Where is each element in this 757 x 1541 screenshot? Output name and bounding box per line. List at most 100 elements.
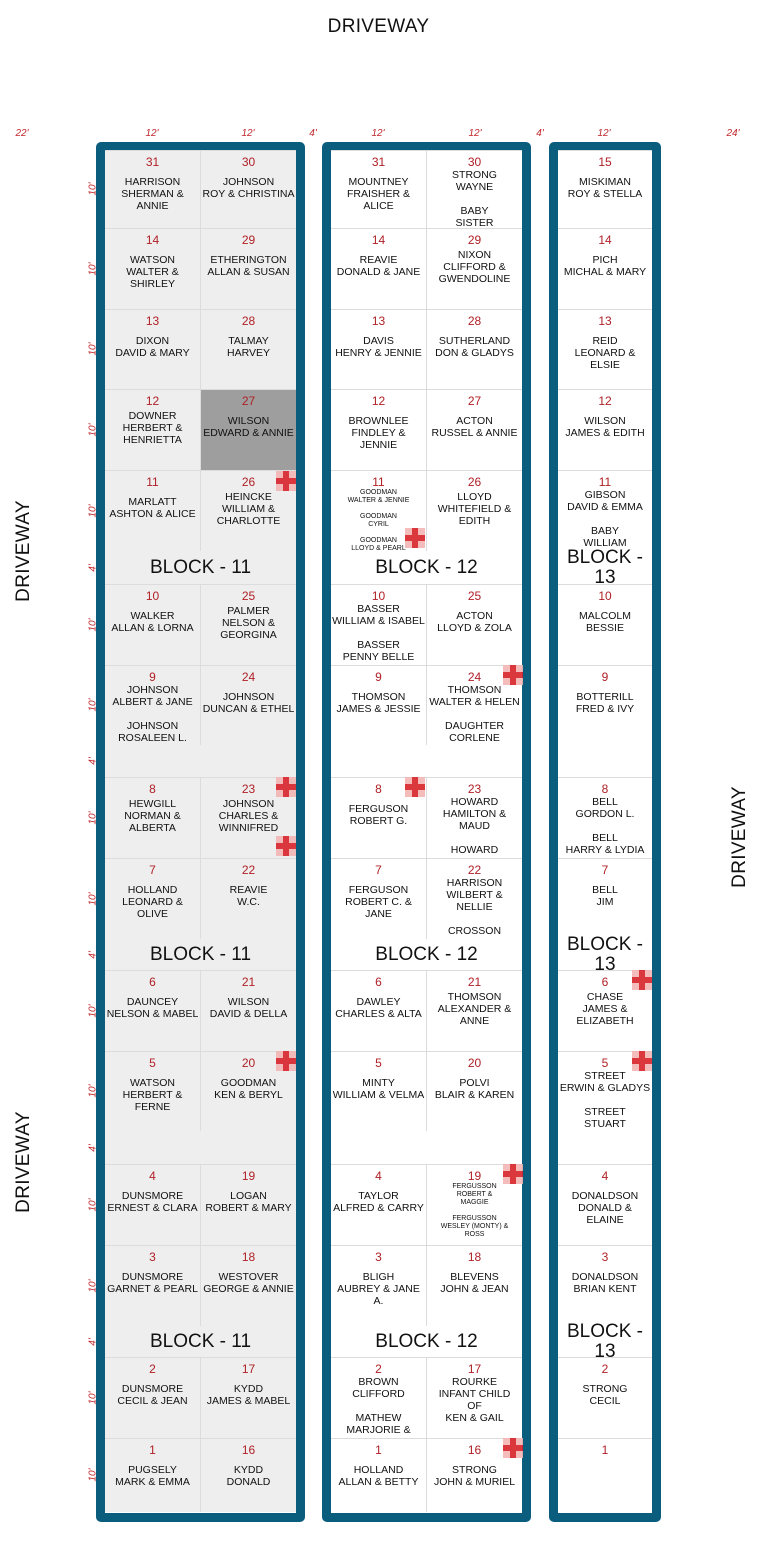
plot-occupants: BOTTERILL FRED & IVY (575, 691, 635, 715)
driveway-label-left-upper: DRIVEWAY (13, 500, 34, 602)
plot-occupants: HOWARD HAMILTON & MAUD HOWARD EMILY MAY (442, 796, 507, 858)
plot-occupants: CHASE JAMES & ELIZABETH (576, 991, 634, 1027)
plot-cell[interactable]: 1 (558, 1438, 652, 1512)
block-label-11 (105, 745, 296, 777)
block-label-11: BLOCK - 11 (105, 1326, 296, 1357)
plot-number: 1 (149, 1443, 156, 1457)
cross-marker-icon (276, 471, 296, 491)
plot-occupants: STRONG WAYNE BABY SISTER (452, 169, 497, 228)
block-label-11: BLOCK - 11 (105, 551, 296, 584)
plot-occupants: MARLATT ASHTON & ALICE (109, 496, 196, 520)
plot-occupants: THOMSON JAMES & JESSIE (336, 691, 421, 715)
plot-number: 29 (241, 233, 256, 247)
plot-occupants: DONALDSON DONALD & ELAINE (571, 1190, 639, 1226)
plot-occupants: PUGSELY MARK & EMMA (115, 1464, 190, 1488)
plot-number: 2 (375, 1362, 382, 1376)
row-height-label: 10' (87, 182, 99, 196)
plot-occupants: SUTHERLAND DON & GLADYS (435, 335, 514, 359)
plot-number: 5 (375, 1056, 382, 1070)
width-label: 24' (726, 128, 740, 139)
plot-number: 18 (467, 1250, 482, 1264)
plot-occupants: THOMSON WALTER & HELEN DAUGHTER CORLENE (429, 684, 520, 744)
cross-marker-icon (503, 665, 523, 685)
plot-occupants: NIXON CLIFFORD & GWENDOLINE (438, 249, 511, 285)
plot-occupants: BROWN CLIFFORD MATHEW MARJORIE & BABY (346, 1376, 411, 1438)
row-height-label: 10' (87, 1197, 99, 1212)
plot-number: 14 (371, 233, 386, 247)
